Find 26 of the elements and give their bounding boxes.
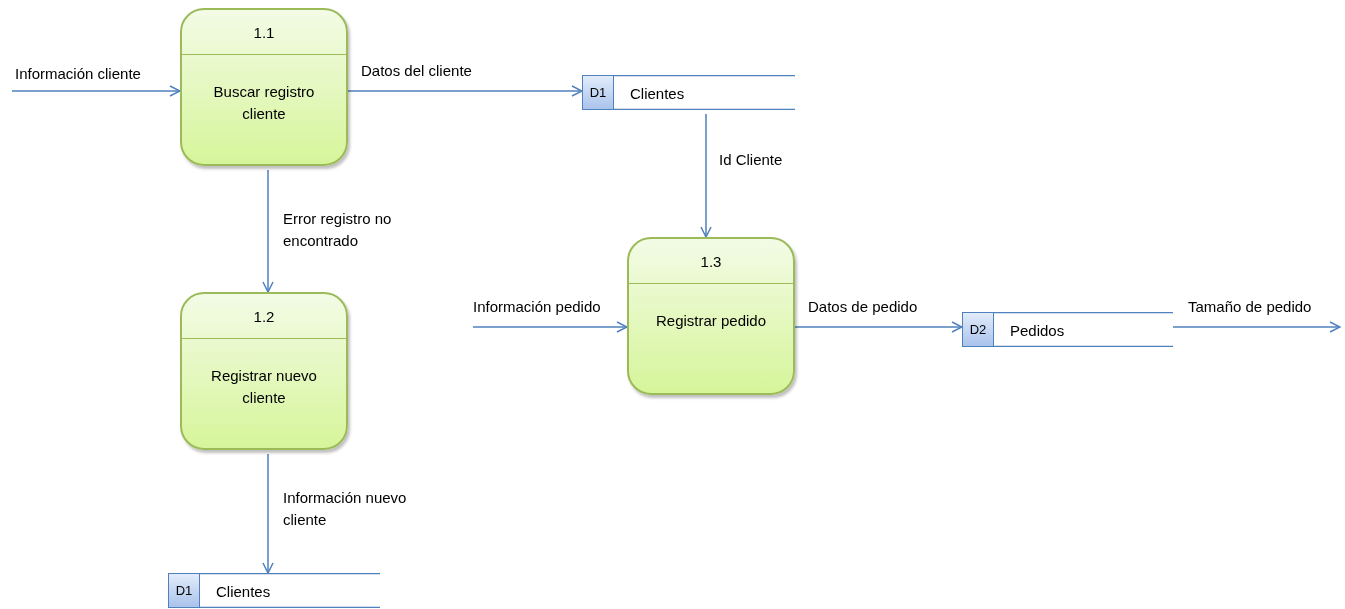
process-label: Registrar pedido (655, 311, 767, 331)
store-id: D1 (174, 582, 194, 600)
data-store (962, 312, 1173, 347)
arrow (11, 85, 181, 97)
process-box (627, 237, 795, 395)
process-box (180, 292, 348, 450)
store-name: Pedidos (1010, 321, 1065, 338)
store-name: Clientes (216, 582, 271, 599)
arrow (262, 453, 274, 574)
store-name: Clientes (630, 84, 685, 101)
arrow (700, 113, 712, 238)
process-label: Buscar registro cliente (212, 82, 316, 124)
store-id: D2 (968, 321, 988, 339)
store-id: D1 (588, 84, 608, 102)
arrow (794, 321, 963, 333)
process-label: Registrar nuevo cliente (210, 366, 318, 408)
arrow (1172, 321, 1341, 333)
arrow (347, 85, 583, 97)
data-store (168, 573, 380, 608)
arrow (262, 169, 274, 293)
process-number: 1.1 (253, 23, 275, 41)
process-number: 1.2 (253, 307, 275, 325)
process-box (180, 8, 348, 166)
process-number: 1.3 (700, 252, 722, 270)
data-store (582, 75, 795, 110)
arrow (472, 321, 628, 333)
